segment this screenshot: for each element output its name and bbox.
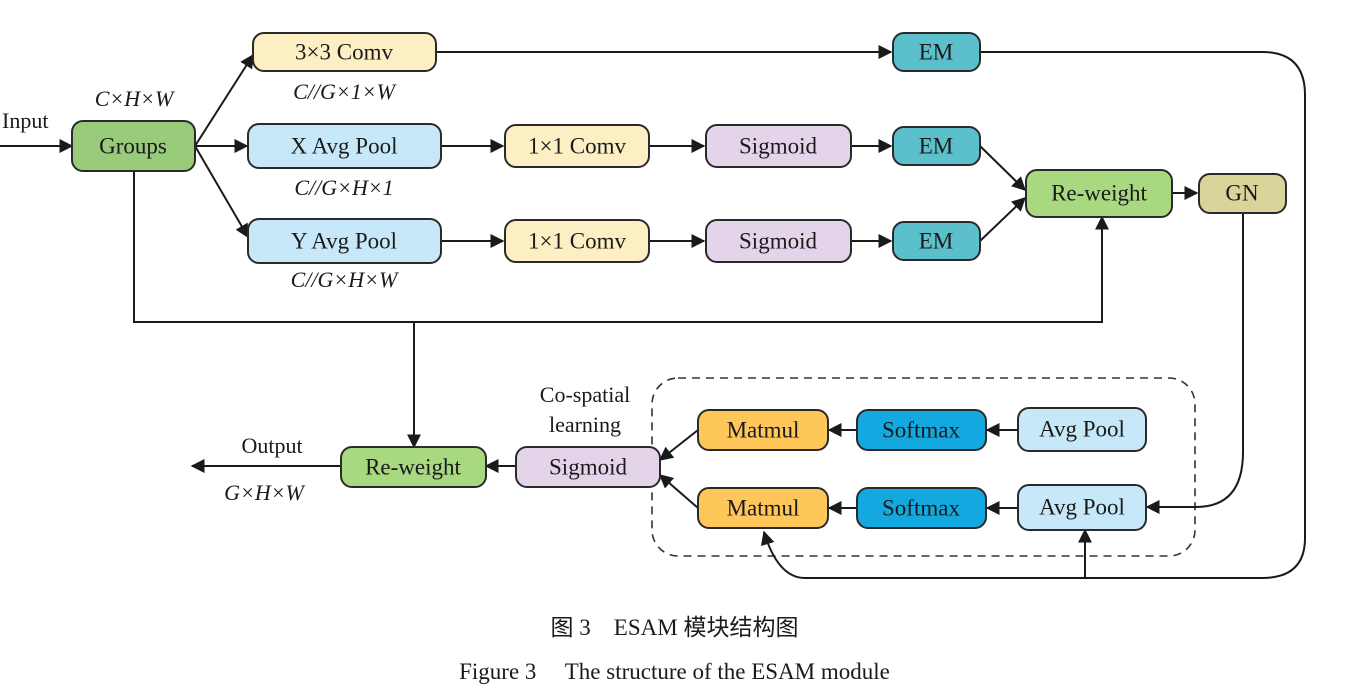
input-label: Input [2, 108, 48, 133]
node-em-top-label: EM [919, 40, 954, 65]
node-sigmoid-x: Sigmoid [705, 124, 852, 168]
node-sigmoid-out-label: Sigmoid [549, 455, 627, 480]
node-em-y: EM [892, 221, 981, 261]
node-sigmoid-y-label: Sigmoid [739, 229, 817, 254]
node-avgpool-top: Avg Pool [1017, 407, 1147, 452]
node-gn-label: GN [1225, 181, 1259, 206]
conv3-dim-label: C//G×1×W [293, 79, 396, 104]
node-xpool: X Avg Pool [247, 123, 442, 169]
edge-emy-reweight [979, 197, 1027, 242]
node-conv1-y: 1×1 Comv [504, 219, 650, 263]
caption-en: Figure 3 The structure of the ESAM modul… [459, 659, 890, 684]
node-em-y-label: EM [919, 229, 954, 254]
co-spatial-label-line1: Co-spatial [540, 382, 630, 407]
node-softmax-bottom-label: Softmax [882, 496, 960, 521]
node-reweight-top-label: Re-weight [1051, 181, 1147, 206]
node-groups: Groups [71, 120, 196, 172]
edge-matmul-bottom-sigmoid [658, 474, 699, 509]
node-avgpool-bottom: Avg Pool [1017, 484, 1147, 531]
edge-matmul-top-sigmoid [658, 429, 699, 461]
edge-groups-ypool [194, 145, 249, 239]
node-conv1-y-label: 1×1 Comv [528, 229, 626, 254]
node-softmax-top-label: Softmax [882, 418, 960, 443]
esam-diagram: Groups 3×3 Comv EM X Avg Pool 1×1 Comv S… [0, 32, 1306, 579]
node-avgpool-bottom-label: Avg Pool [1039, 495, 1125, 520]
node-conv1-x: 1×1 Comv [504, 124, 650, 168]
node-sigmoid-x-label: Sigmoid [739, 134, 817, 159]
co-spatial-label-line2: learning [549, 412, 621, 437]
node-sigmoid-out: Sigmoid [515, 446, 661, 488]
input-dim-label: C×H×W [95, 86, 175, 111]
ypool-dim-label: C//G×H×W [291, 267, 399, 292]
node-reweight-out-label: Re-weight [365, 455, 461, 480]
node-em-x: EM [892, 126, 981, 166]
xpool-dim-label: C//G×H×1 [294, 175, 393, 200]
node-groups-label: Groups [99, 134, 167, 159]
node-ypool: Y Avg Pool [247, 218, 442, 264]
node-ypool-label: Y Avg Pool [291, 229, 397, 254]
node-matmul-bottom: Matmul [697, 487, 829, 529]
edge-groups-conv3 [194, 53, 254, 147]
node-gn: GN [1198, 173, 1287, 214]
edge-em-top-loop [760, 51, 1306, 579]
output-label: Output [241, 433, 302, 458]
edge-gn-avgpool-bottom [1145, 213, 1244, 514]
edge-groups-bus [133, 171, 1109, 323]
node-xpool-label: X Avg Pool [291, 134, 398, 159]
node-conv3-label: 3×3 Comv [295, 40, 393, 65]
output-dim-label: G×H×W [224, 480, 305, 505]
node-matmul-top: Matmul [697, 409, 829, 451]
node-em-top: EM [892, 32, 981, 72]
caption-zh: 图 3 ESAM 模块结构图 [550, 615, 799, 640]
node-conv3: 3×3 Comv [252, 32, 437, 72]
node-reweight-out: Re-weight [340, 446, 487, 488]
edge-emx-reweight [979, 145, 1027, 191]
node-matmul-top-label: Matmul [727, 418, 800, 443]
node-reweight-top: Re-weight [1025, 169, 1173, 218]
node-sigmoid-y: Sigmoid [705, 219, 852, 263]
node-conv1-x-label: 1×1 Comv [528, 134, 626, 159]
node-avgpool-top-label: Avg Pool [1039, 417, 1125, 442]
node-softmax-top: Softmax [856, 409, 987, 451]
node-softmax-bottom: Softmax [856, 487, 987, 529]
node-matmul-bottom-label: Matmul [727, 496, 800, 521]
edges [0, 45, 1306, 579]
node-em-x-label: EM [919, 134, 954, 159]
